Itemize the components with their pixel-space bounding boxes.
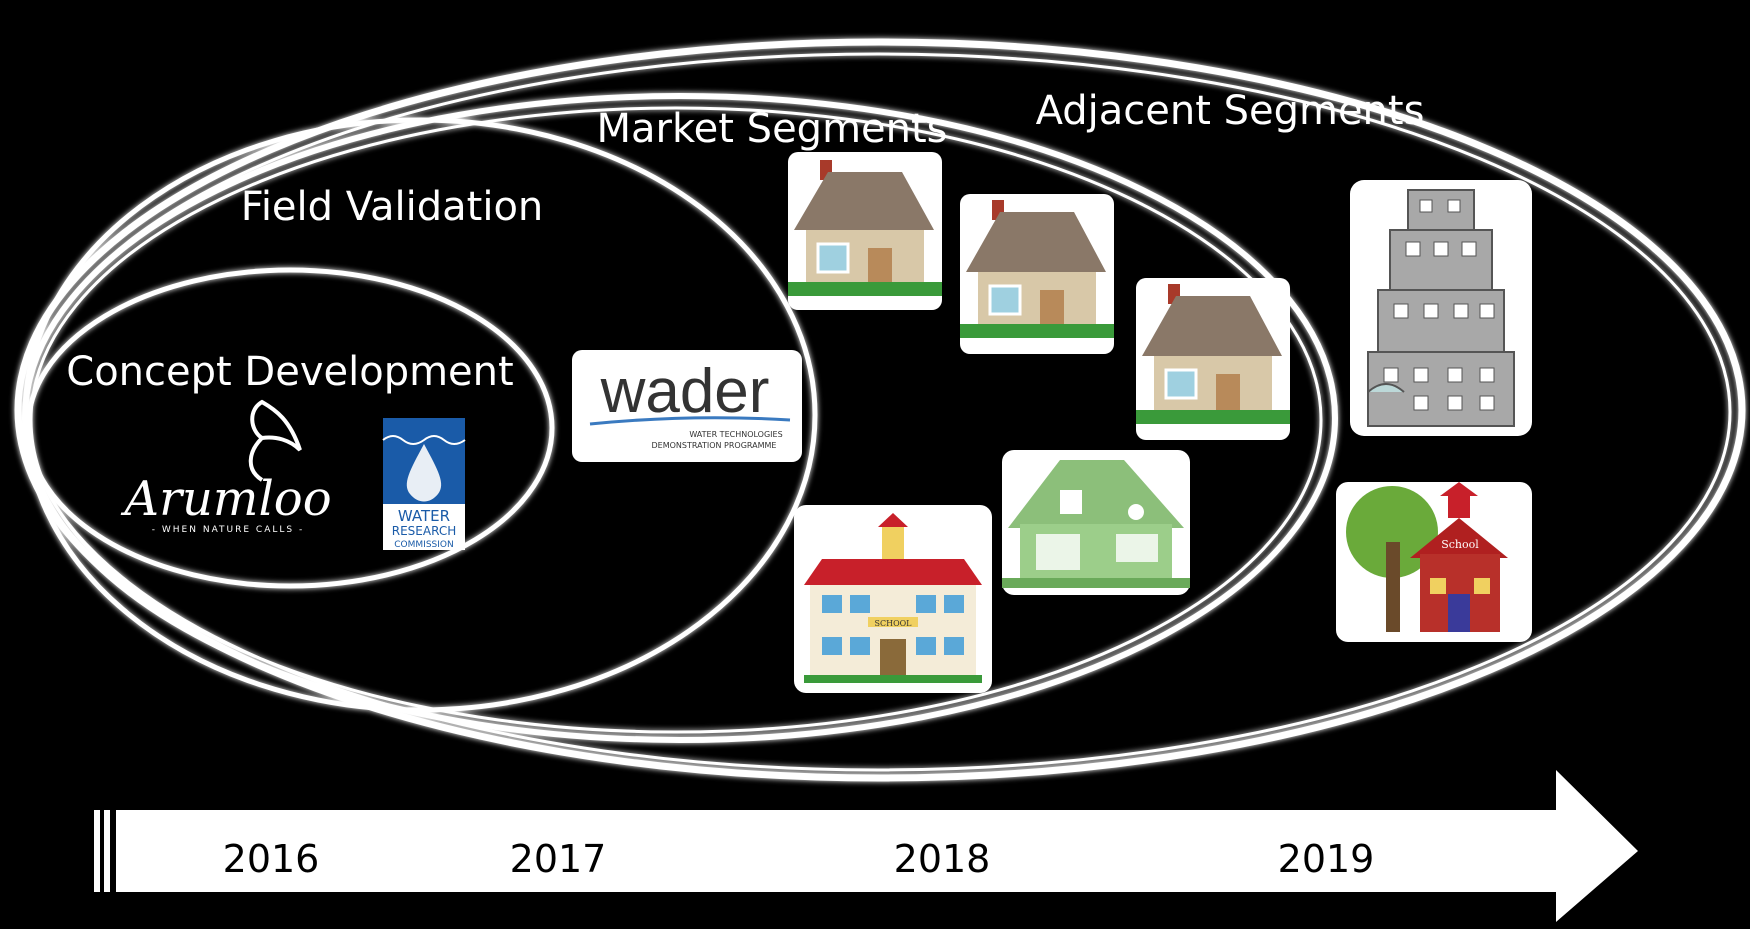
- concept-development-ellipse: [25, 267, 555, 589]
- school-sign-2: School: [1441, 538, 1479, 551]
- green-house-icon: [1002, 450, 1190, 595]
- house-icon-3: [1136, 278, 1290, 440]
- year-2017: 2017: [510, 837, 607, 881]
- arumloo-logo: Arumloo - WHEN NATURE CALLS -: [120, 399, 332, 535]
- field-validation-ellipse: [22, 117, 818, 713]
- water-research-commission-logo: WATER RESEARCH COMMISSION: [382, 418, 466, 550]
- wader-line-1: WATER TECHNOLOGIES: [689, 430, 782, 439]
- school-sign-1: SCHOOL: [874, 619, 912, 628]
- market-segments-label: Market Segments: [596, 106, 947, 152]
- concept-development-label: Concept Development: [66, 349, 513, 395]
- adjacent-segments-label: Adjacent Segments: [1036, 88, 1425, 134]
- segment-ellipses: [14, 38, 1746, 782]
- wrc-line-1: WATER: [398, 507, 450, 525]
- timeline-years: 2016 2017 2018 2019: [223, 837, 1375, 881]
- wader-line-2: DEMONSTRATION PROGRAMME: [652, 441, 777, 450]
- wader-wordmark: wader: [600, 357, 770, 426]
- field-validation-label: Field Validation: [241, 184, 544, 230]
- year-2016: 2016: [223, 837, 320, 881]
- calla-lily-icon: [248, 399, 302, 482]
- school-icon: SCHOOL: [794, 505, 992, 693]
- adjacent-segments-ellipse: [14, 38, 1746, 782]
- water-drop-icon: [406, 444, 442, 502]
- schoolhouse-icon: School: [1336, 482, 1532, 642]
- market-segments-ellipse-inner: [29, 106, 1323, 734]
- wrc-line-2: RESEARCH: [392, 524, 456, 538]
- office-building-icon: [1350, 180, 1532, 436]
- arumloo-tagline: - WHEN NATURE CALLS -: [152, 525, 304, 535]
- wrc-line-3: COMMISSION: [394, 540, 453, 550]
- wader-logo: wader WATER TECHNOLOGIES DEMONSTRATION P…: [572, 350, 802, 462]
- year-2018: 2018: [894, 837, 991, 881]
- year-2019: 2019: [1278, 837, 1375, 881]
- arumloo-wordmark: Arumloo: [120, 471, 331, 527]
- house-icon-1: [788, 152, 942, 310]
- house-icon-2: [960, 194, 1114, 354]
- timeline-arrow: [94, 770, 1638, 922]
